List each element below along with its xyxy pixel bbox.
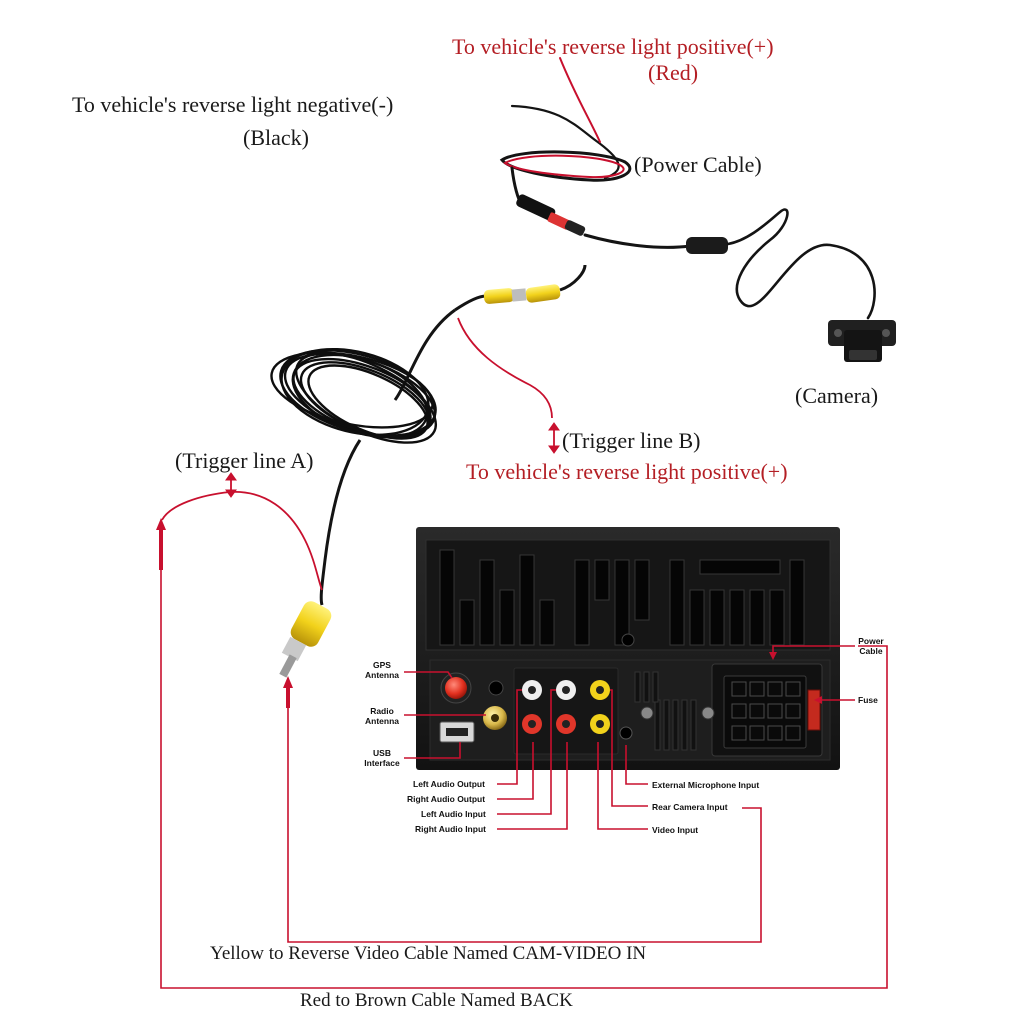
gps-antenna-port-icon <box>440 672 472 704</box>
rca-sockets <box>522 680 610 734</box>
reverse-negative-label: To vehicle's reverse light negative(-) <box>72 92 394 117</box>
trigger-line-a-label: (Trigger line A) <box>175 448 314 473</box>
video-input-label: Video Input <box>652 825 699 835</box>
usb-port-icon <box>439 721 475 743</box>
black-wire-label: (Black) <box>243 125 309 150</box>
reverse-positive-top-label: To vehicle's reverse light positive(+) <box>452 34 774 59</box>
camera-module-icon <box>828 320 896 362</box>
power-cable-port-label: Power Cable <box>858 636 884 656</box>
video-cable <box>319 439 362 606</box>
cable-coil <box>270 347 438 444</box>
power-cable <box>499 57 632 207</box>
trigger-arrows <box>225 422 560 498</box>
camera-cable <box>583 208 876 320</box>
callout-arrowheads <box>769 652 822 704</box>
left-audio-input-label: Left Audio Input <box>421 809 486 819</box>
red-cable-note: Red to Brown Cable Named BACK <box>300 990 573 1011</box>
trigger-line-b-label: (Trigger line B) <box>562 428 701 453</box>
gps-antenna-label: GPS Antenna <box>365 660 399 680</box>
rear-camera-input-label: Rear Camera Input <box>652 802 728 812</box>
extension-cable <box>393 308 456 401</box>
camera-label: (Camera) <box>795 383 879 408</box>
fuse-icon <box>807 689 821 731</box>
right-audio-input-label: Right Audio Input <box>415 824 486 834</box>
right-audio-output-label: Right Audio Output <box>407 794 486 804</box>
external-microphone-label: External Microphone Input <box>652 780 760 790</box>
reverse-positive-b-label: To vehicle's reverse light positive(+) <box>466 459 788 484</box>
yellow-cable-note: Yellow to Reverse Video Cable Named CAM-… <box>210 943 647 964</box>
power-plug-icon <box>516 194 586 236</box>
power-cable-label: (Power Cable) <box>634 152 762 177</box>
routing-lines <box>160 530 888 989</box>
port-callouts <box>404 645 855 830</box>
trigger-line-a-wire <box>161 491 323 591</box>
head-unit-rear-panel <box>416 527 840 770</box>
usb-interface-label: USB Interface <box>364 748 400 768</box>
routing-arrowheads <box>156 518 293 708</box>
radio-antenna-port-icon <box>483 706 507 730</box>
left-audio-output-label: Left Audio Output <box>413 779 485 789</box>
radio-antenna-label: Radio Antenna <box>365 706 399 726</box>
fuse-label: Fuse <box>858 695 878 705</box>
rca-yellow-connector-icon <box>454 264 587 312</box>
rca-yellow-plug-icon <box>279 601 332 678</box>
trigger-line-b-wire <box>457 317 553 419</box>
wiring-harness-icon <box>723 675 807 749</box>
red-wire-label: (Red) <box>648 60 699 85</box>
